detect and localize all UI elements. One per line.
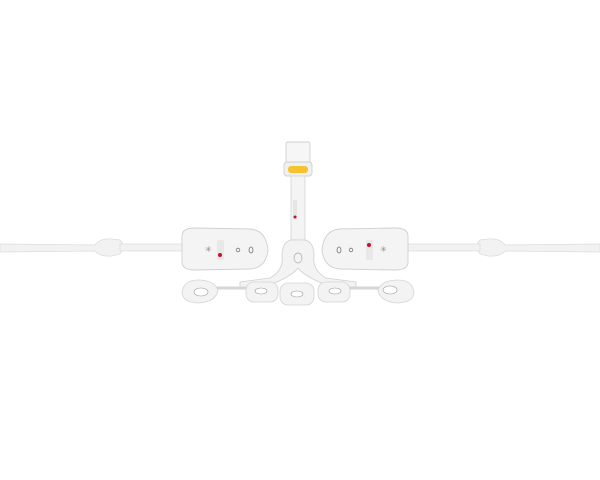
logo-mark <box>366 240 373 260</box>
snap-stud <box>348 247 354 253</box>
logo-mark <box>217 240 224 260</box>
lead-yoke <box>215 239 380 290</box>
snowflake-icon: ✳ <box>380 245 387 254</box>
trunk-connector <box>283 141 313 241</box>
left-electrode-pad: ✳ <box>181 227 269 271</box>
right-electrode-pad: ✳ <box>321 227 409 271</box>
snap-stud <box>248 246 254 254</box>
limb-electrodes <box>181 279 415 306</box>
connector-accent <box>288 166 308 173</box>
snap-stud <box>235 247 241 253</box>
right-cable <box>407 238 600 257</box>
left-cable <box>0 238 183 257</box>
snowflake-icon: ✳ <box>205 245 212 254</box>
snap-stud <box>336 246 342 254</box>
